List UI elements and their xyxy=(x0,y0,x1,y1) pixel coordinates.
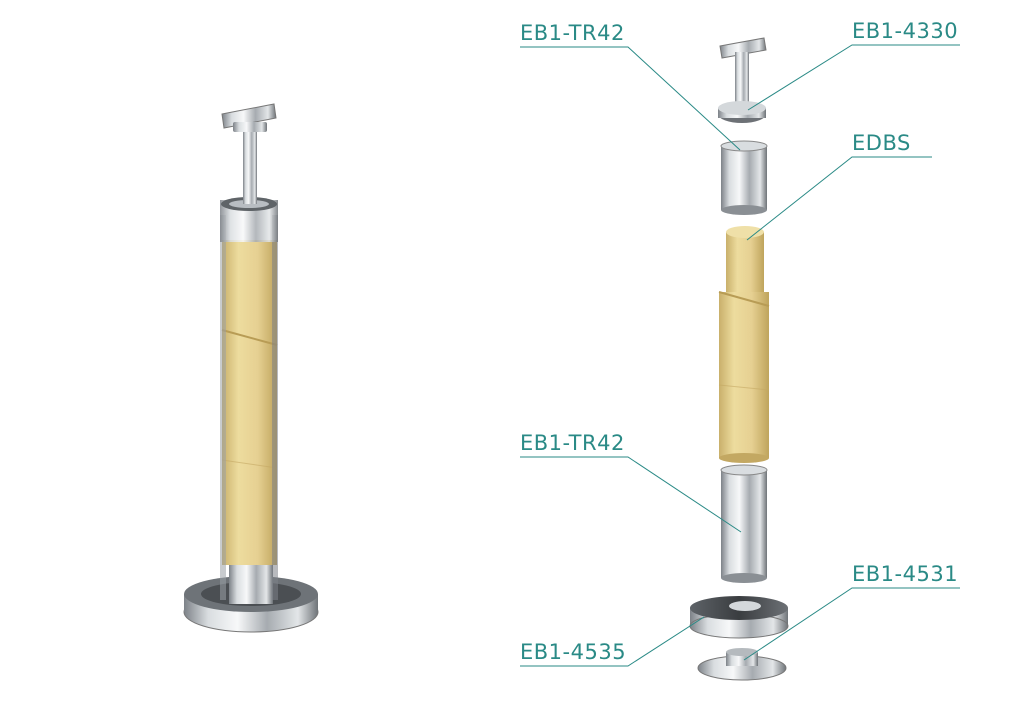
label-wood-insert: EDBS xyxy=(852,131,911,155)
callout-line-bottom-sleeve xyxy=(520,456,742,533)
exploded-cover-cap xyxy=(689,596,789,639)
callout-line-base-flange xyxy=(743,587,960,661)
callout-lines xyxy=(520,44,960,667)
assembled-bottom-sleeve xyxy=(229,560,273,604)
label-handrail-holder: EB1-4330 xyxy=(852,19,959,43)
label-base-flange: EB1-4531 xyxy=(852,562,959,586)
exploded-wood-insert xyxy=(718,226,770,463)
callout-line-cover-cap xyxy=(520,616,705,667)
exploded-top-sleeve xyxy=(720,140,768,215)
label-cover-cap: EB1-4535 xyxy=(520,640,627,664)
exploded-base-flange xyxy=(697,648,787,681)
assembled-post xyxy=(183,103,319,633)
label-bottom-sleeve: EB1-TR42 xyxy=(520,431,625,455)
assembled-wood-insert xyxy=(222,240,277,565)
callout-line-top-sleeve xyxy=(520,46,741,151)
assembled-handrail-holder xyxy=(243,126,257,204)
exploded-bottom-sleeve xyxy=(720,464,768,583)
callout-line-handrail-holder xyxy=(747,44,960,111)
callout-line-wood-insert xyxy=(746,156,932,241)
exploded-parts xyxy=(689,37,789,681)
exploded-handrail-holder xyxy=(718,37,767,123)
label-top-sleeve: EB1-TR42 xyxy=(520,21,625,45)
